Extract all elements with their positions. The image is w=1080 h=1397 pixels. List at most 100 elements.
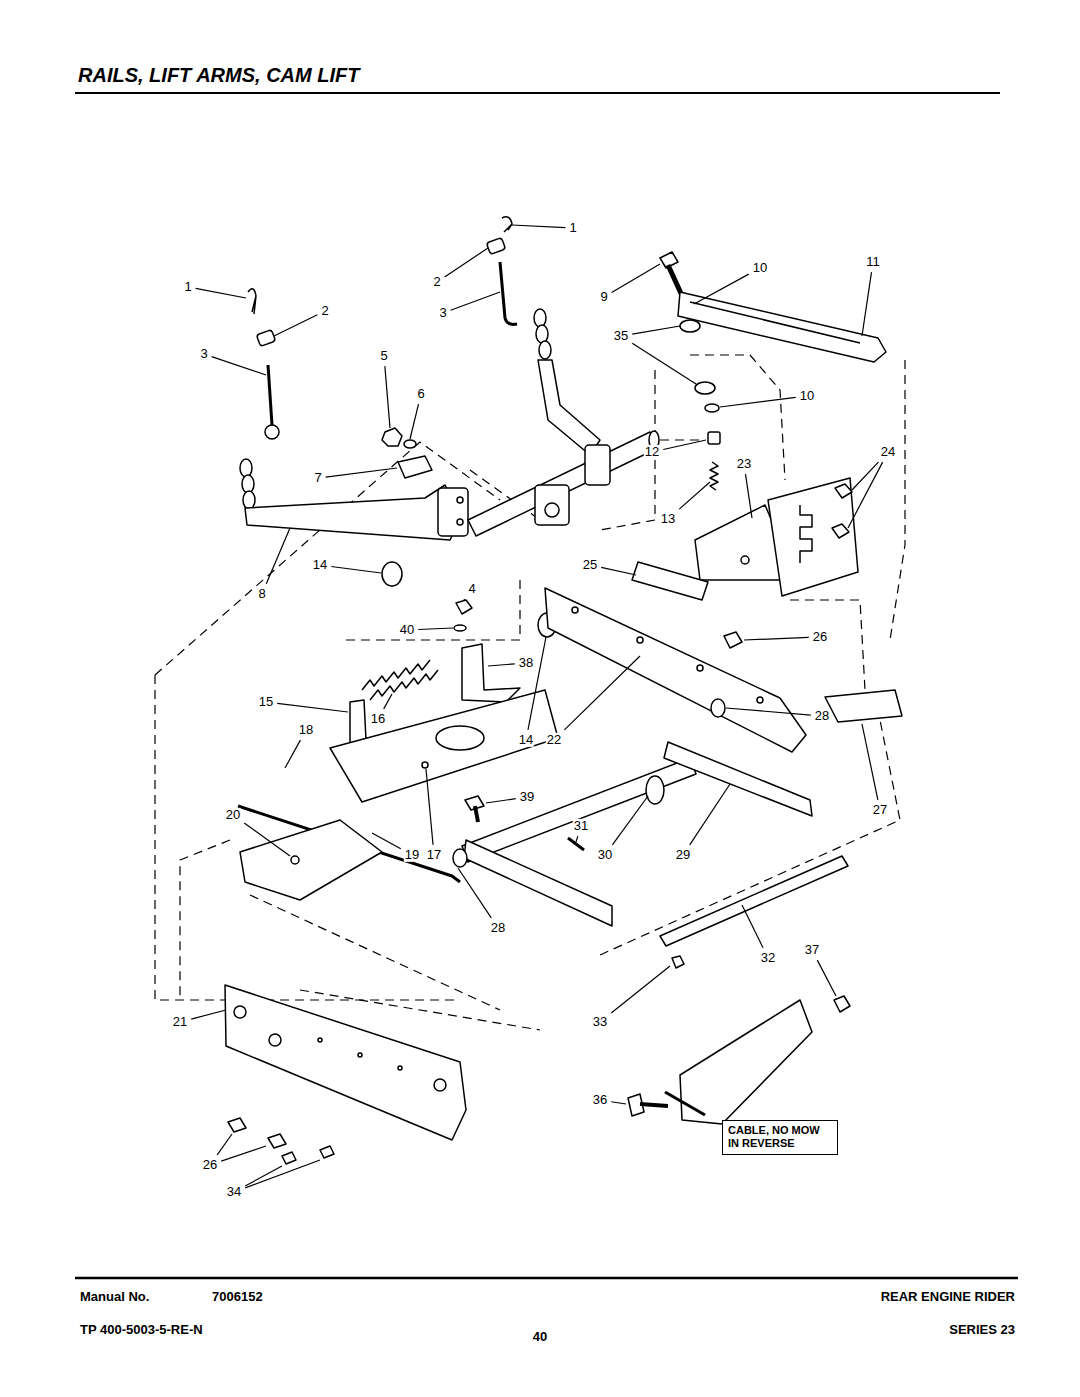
leader-line xyxy=(463,599,465,601)
leader-line xyxy=(245,1160,320,1188)
leader-line xyxy=(331,566,381,573)
callout-number: 6 xyxy=(416,387,425,401)
callout-number: 28 xyxy=(490,921,506,935)
leader-line xyxy=(632,326,680,334)
leader-line xyxy=(679,482,710,509)
leader-line xyxy=(385,366,390,428)
leader-line xyxy=(445,248,488,277)
leader-line xyxy=(285,740,300,768)
callout-number: 28 xyxy=(814,709,830,723)
callout-number: 10 xyxy=(752,261,768,275)
callout-number: 40 xyxy=(399,623,415,637)
leader-line xyxy=(726,708,811,715)
callout-number: 33 xyxy=(592,1015,608,1029)
callout-number: 10 xyxy=(799,389,815,403)
leader-line xyxy=(817,960,836,996)
footer-text: SERIES 23 xyxy=(949,1323,1015,1337)
leader-line xyxy=(196,288,246,298)
leader-line xyxy=(744,637,809,640)
callout-number: 25 xyxy=(582,558,598,572)
leader-line xyxy=(862,272,871,336)
callout-number: 26 xyxy=(812,630,828,644)
leader-line xyxy=(326,468,397,477)
note-box: CABLE, NO MOW IN REVERSE xyxy=(722,1120,838,1155)
callout-number: 21 xyxy=(172,1015,188,1029)
callout-number: 16 xyxy=(370,712,386,726)
callout-number: 31 xyxy=(573,819,589,833)
leader-line xyxy=(221,1146,266,1161)
footer-text: TP 400-5003-5-RE-N xyxy=(80,1323,203,1337)
callout-number: 20 xyxy=(225,808,241,822)
leader-line xyxy=(274,315,317,336)
leader-line xyxy=(663,440,706,450)
leader-line xyxy=(632,343,696,384)
leader-line xyxy=(720,397,796,407)
callout-number: 27 xyxy=(872,803,888,817)
callout-number: 15 xyxy=(258,695,274,709)
callout-number: 14 xyxy=(518,733,534,747)
leader-line xyxy=(611,966,670,1013)
callout-number: 30 xyxy=(597,848,613,862)
leader-line xyxy=(384,694,392,709)
callout-number: 32 xyxy=(760,951,776,965)
callout-number: 11 xyxy=(865,255,881,269)
leader-line xyxy=(217,1134,232,1155)
callout-number: 7 xyxy=(313,471,322,485)
callout-number: 5 xyxy=(379,349,388,363)
callout-number: 22 xyxy=(546,733,562,747)
callout-number: 3 xyxy=(438,306,447,320)
leader-line xyxy=(746,474,752,518)
callout-number: 8 xyxy=(257,587,266,601)
leader-line xyxy=(488,664,515,666)
callout-number: 35 xyxy=(613,329,629,343)
leader-line xyxy=(742,905,763,948)
leader-line xyxy=(601,567,636,575)
footer-text: 40 xyxy=(533,1330,547,1344)
leader-line xyxy=(426,769,433,845)
callout-number: 4 xyxy=(467,582,476,596)
callout-number: 29 xyxy=(675,848,691,862)
callout-number: 39 xyxy=(519,790,535,804)
callout-number: 2 xyxy=(320,304,329,318)
leader-line xyxy=(528,637,546,730)
leader-line xyxy=(848,462,883,528)
callout-number: 34 xyxy=(226,1185,242,1199)
callout-number: 37 xyxy=(804,943,820,957)
leader-line xyxy=(458,868,491,918)
callout-number: 2 xyxy=(432,275,441,289)
footer-text: 7006152 xyxy=(212,1290,263,1304)
leader-line xyxy=(512,225,565,228)
callout-number: 1 xyxy=(568,221,577,235)
leader-line xyxy=(862,724,878,800)
leader-line xyxy=(852,462,878,490)
callout-number: 12 xyxy=(644,445,660,459)
leader-line xyxy=(576,836,578,842)
leader-line xyxy=(418,628,453,630)
callout-number: 13 xyxy=(660,512,676,526)
leader-line xyxy=(266,528,290,584)
leader-line xyxy=(612,796,648,845)
callout-number: 26 xyxy=(202,1158,218,1172)
leader-line xyxy=(694,274,749,304)
page-title: RAILS, LIFT ARMS, CAM LIFT xyxy=(78,64,359,86)
callout-number: 14 xyxy=(312,558,328,572)
callout-number: 24 xyxy=(880,445,896,459)
leader-line xyxy=(451,292,500,310)
leader-line xyxy=(244,823,290,856)
note-text: CABLE, NO MOW IN REVERSE xyxy=(728,1124,832,1150)
callout-number: 19 xyxy=(404,848,420,862)
callout-number: 38 xyxy=(518,656,534,670)
callout-number: 23 xyxy=(736,457,752,471)
leader-line xyxy=(372,833,401,849)
leader-line xyxy=(486,799,516,803)
leader-line xyxy=(277,703,348,712)
callout-number: 3 xyxy=(199,347,208,361)
callout-number: 18 xyxy=(298,723,314,737)
callout-number: 17 xyxy=(426,848,442,862)
leader-line xyxy=(564,656,640,730)
callout-number: 9 xyxy=(599,290,608,304)
